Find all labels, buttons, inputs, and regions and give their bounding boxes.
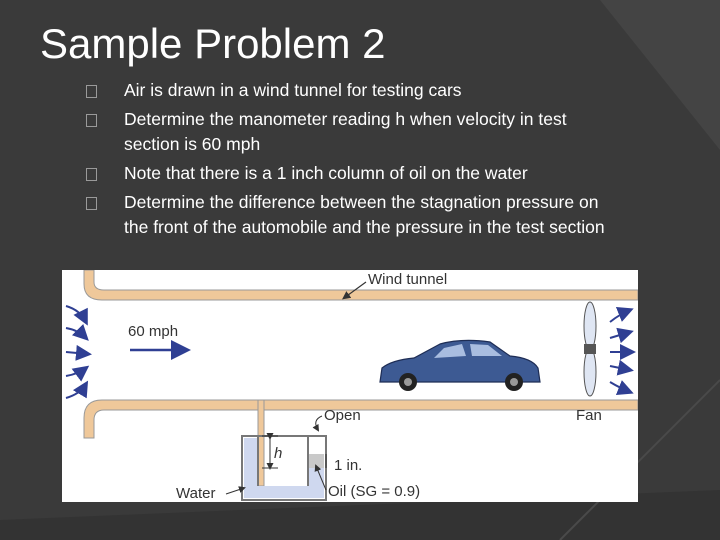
wind-tunnel-figure: 60 mph Wind tunnel Fan [62, 270, 638, 502]
bullet-item: Determine the difference between the sta… [86, 190, 626, 240]
bullet-list: Air is drawn in a wind tunnel for testin… [86, 78, 626, 244]
slide-title: Sample Problem 2 [40, 20, 386, 67]
speed-label: 60 mph [128, 323, 178, 340]
bullet-marker-icon [86, 197, 97, 210]
fan-illustration [583, 301, 597, 397]
bullet-item: Note that there is a 1 inch column of oi… [86, 161, 626, 186]
outflow-arrows [609, 307, 636, 395]
open-label: Open [324, 407, 361, 424]
wind-tunnel-diagram: 60 mph Wind tunnel Fan [65, 270, 638, 502]
fan-label: Fan [576, 407, 602, 424]
tunnel-top-wall [83, 270, 638, 301]
water-label: Water [176, 485, 215, 502]
car-illustration [379, 339, 541, 391]
oil-height-label: 1 in. [334, 457, 362, 474]
bullet-marker-icon [86, 168, 97, 181]
oil-label: Oil (SG = 0.9) [328, 483, 420, 500]
bullet-item: Air is drawn in a wind tunnel for testin… [86, 78, 626, 103]
inflow-arrows [65, 305, 92, 399]
wind-tunnel-label: Wind tunnel [368, 271, 447, 288]
manometer [241, 399, 327, 501]
tunnel-bottom-wall [83, 399, 638, 439]
bullet-item: Determine the manometer reading h when v… [86, 107, 626, 157]
h-label: h [274, 445, 282, 462]
bullet-marker-icon [86, 85, 97, 98]
bullet-marker-icon [86, 114, 97, 127]
